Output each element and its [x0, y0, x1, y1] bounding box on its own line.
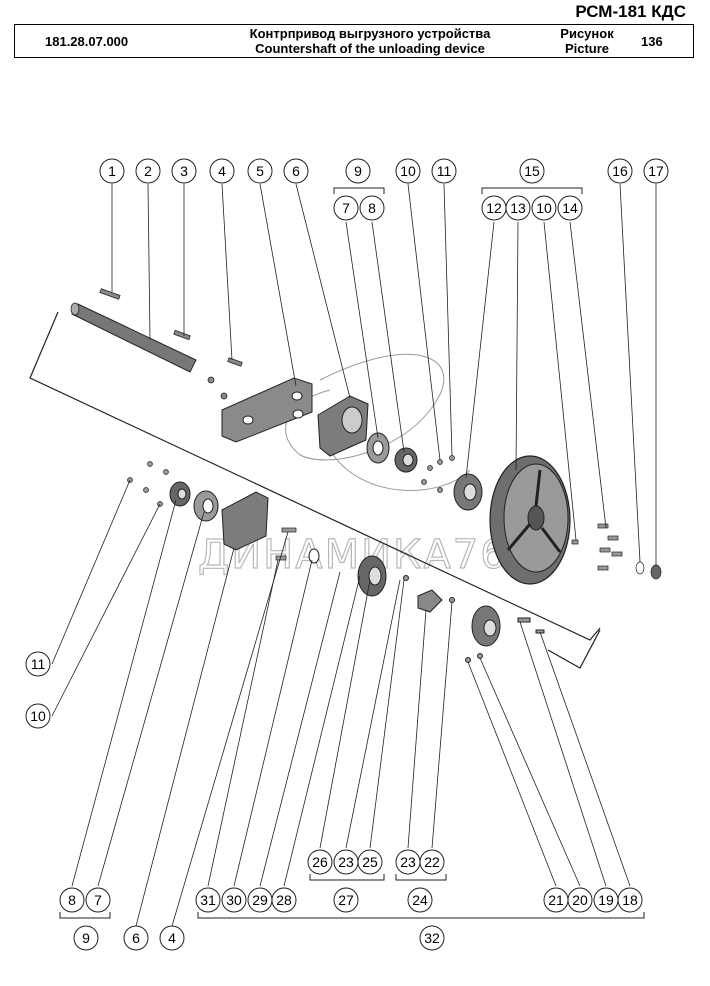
callout-label: 4 [168, 930, 176, 946]
callout-label: 18 [622, 892, 638, 908]
callout-label: 29 [252, 892, 268, 908]
callout-label: 4 [218, 163, 226, 179]
pulley-part [489, 455, 571, 585]
title-russian: Контрпривод выгрузного устройства [249, 26, 491, 41]
callout-label: 24 [412, 892, 428, 908]
callout-label: 8 [68, 892, 76, 908]
leader-lines [51, 183, 657, 927]
callout-bubbles [25, 158, 669, 951]
title-block: 181.28.07.000 Контрпривод выгрузного уст… [14, 24, 694, 58]
callout-label: 20 [572, 892, 588, 908]
title-english: Countershaft of the unloading device [255, 41, 485, 56]
callout-labels: 1 2 3 4 5 6 9 7 8 10 11 15 12 13 10 14 1… [30, 163, 664, 946]
callout-label: 15 [524, 163, 540, 179]
shaft-part [70, 302, 197, 373]
callout-label: 23 [338, 854, 354, 870]
callout-label: 31 [200, 892, 216, 908]
keys-and-pins [99, 288, 243, 400]
callout-label: 32 [424, 930, 440, 946]
picture-number: 136 [641, 34, 663, 49]
assembly-axis-lines [29, 311, 601, 669]
lower-row-parts [127, 461, 545, 663]
callout-label: 25 [362, 854, 378, 870]
flange-and-bearing-top [366, 432, 418, 473]
bearing-housing-part [317, 395, 369, 457]
picture-label-english: Picture [564, 41, 610, 56]
callout-label: 6 [292, 163, 300, 179]
bracket-plate-part [221, 377, 313, 443]
callout-label: 2 [144, 163, 152, 179]
callout-label: 30 [226, 892, 242, 908]
callout-label: 26 [312, 854, 328, 870]
callout-label: 11 [31, 656, 46, 672]
callout-label: 9 [82, 930, 90, 946]
callout-label: 10 [536, 200, 552, 216]
picture-label-russian: Рисунок [560, 26, 614, 41]
callout-label: 8 [368, 200, 376, 216]
drawing-title: Контрпривод выгрузного устройства Counte… [215, 26, 525, 56]
callout-label: 10 [30, 708, 46, 724]
callout-label: 7 [94, 892, 102, 908]
callout-label: 27 [338, 892, 354, 908]
callout-label: 1 [108, 163, 116, 179]
group-brackets [59, 187, 645, 919]
callout-label: 14 [562, 200, 578, 216]
callout-label: 28 [276, 892, 292, 908]
callout-label: 7 [342, 200, 350, 216]
callout-label: 23 [400, 854, 416, 870]
callout-label: 12 [486, 200, 502, 216]
callout-label: 3 [180, 163, 188, 179]
callout-label: 13 [510, 200, 526, 216]
part-code: 181.28.07.000 [45, 34, 129, 49]
callout-label: 19 [598, 892, 614, 908]
callout-label: 16 [612, 163, 628, 179]
callout-label: 11 [437, 163, 452, 179]
callout-label: 17 [648, 163, 664, 179]
callout-label: 21 [548, 892, 564, 908]
callout-label: 10 [400, 163, 416, 179]
picture-label: Рисунок Picture [547, 26, 627, 56]
callout-label: 9 [354, 163, 362, 179]
pulley-hub-part [453, 473, 483, 511]
callout-label: 5 [256, 163, 264, 179]
model-name: РСМ-181 КДС [575, 2, 686, 21]
callout-label: 6 [132, 930, 140, 946]
callout-label: 22 [424, 854, 440, 870]
